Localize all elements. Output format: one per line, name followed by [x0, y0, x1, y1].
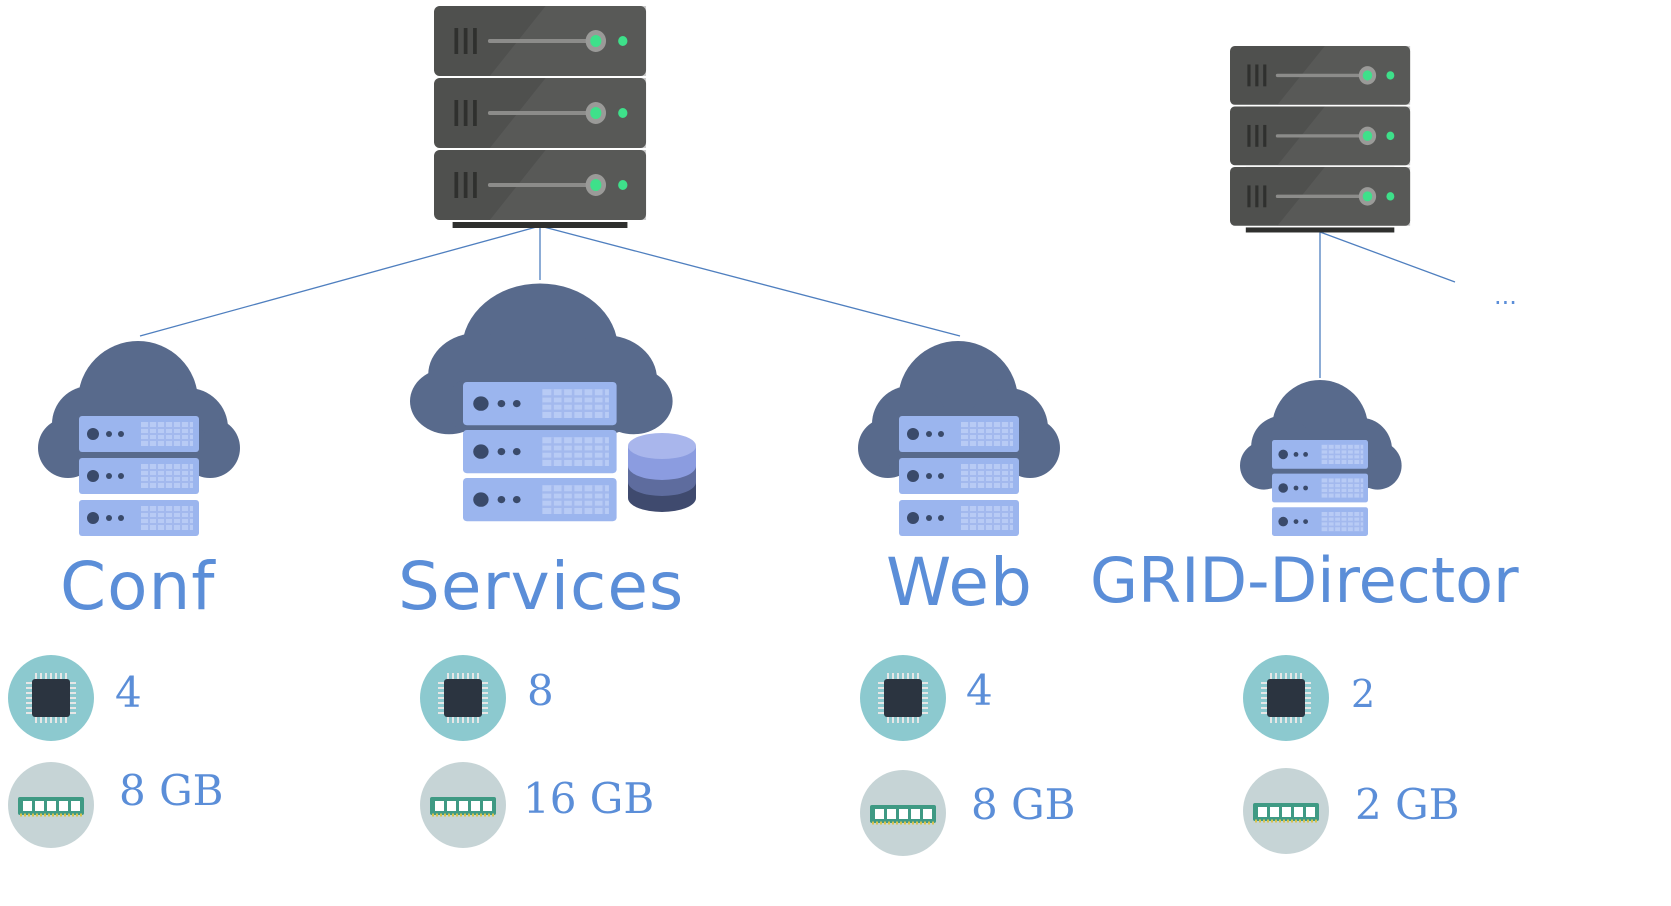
- grid-director-cpu-count: 2: [1351, 672, 1376, 716]
- connector-line: [1319, 231, 1456, 283]
- services-label: Services: [398, 548, 685, 625]
- connector-line: [539, 225, 961, 337]
- grid-director-ram-amount: 2 GB: [1355, 780, 1460, 829]
- conf-ram-icon: [6, 760, 96, 850]
- conf-cpu-icon: [7, 654, 95, 742]
- services-cpu-count: 8: [527, 666, 554, 715]
- services-ram-amount: 16 GB: [523, 774, 655, 823]
- conf-cpu-count: 4: [115, 668, 142, 717]
- web-cloud-server-icon: [858, 341, 1060, 537]
- web-ram-amount: 8 GB: [971, 780, 1076, 829]
- main-hub-server-icon: [434, 6, 647, 228]
- conf-label: Conf: [60, 548, 216, 625]
- web-ram-icon: [858, 768, 948, 858]
- web-cpu-icon: [859, 654, 947, 742]
- grid-hub-server-icon: [1230, 46, 1411, 233]
- grid-director-ram-icon: [1241, 766, 1331, 856]
- connector-lines: [139, 225, 1456, 378]
- services-cpu-icon: [419, 654, 507, 742]
- web-label: Web: [886, 544, 1033, 621]
- grid-director-cpu-icon: [1242, 654, 1330, 742]
- more-nodes-ellipsis: ...: [1494, 282, 1517, 310]
- conf-cloud-server-icon: [38, 341, 240, 537]
- connector-line: [139, 225, 541, 337]
- database-icon: [628, 433, 696, 512]
- web-cpu-count: 4: [966, 666, 993, 715]
- services-cloud-server-database-icon: [410, 283, 696, 523]
- conf-ram-amount: 8 GB: [119, 766, 224, 815]
- grid-director-cloud-server-icon: [1240, 380, 1402, 537]
- grid-director-label: GRID-Director: [1090, 544, 1519, 617]
- services-ram-icon: [418, 760, 508, 850]
